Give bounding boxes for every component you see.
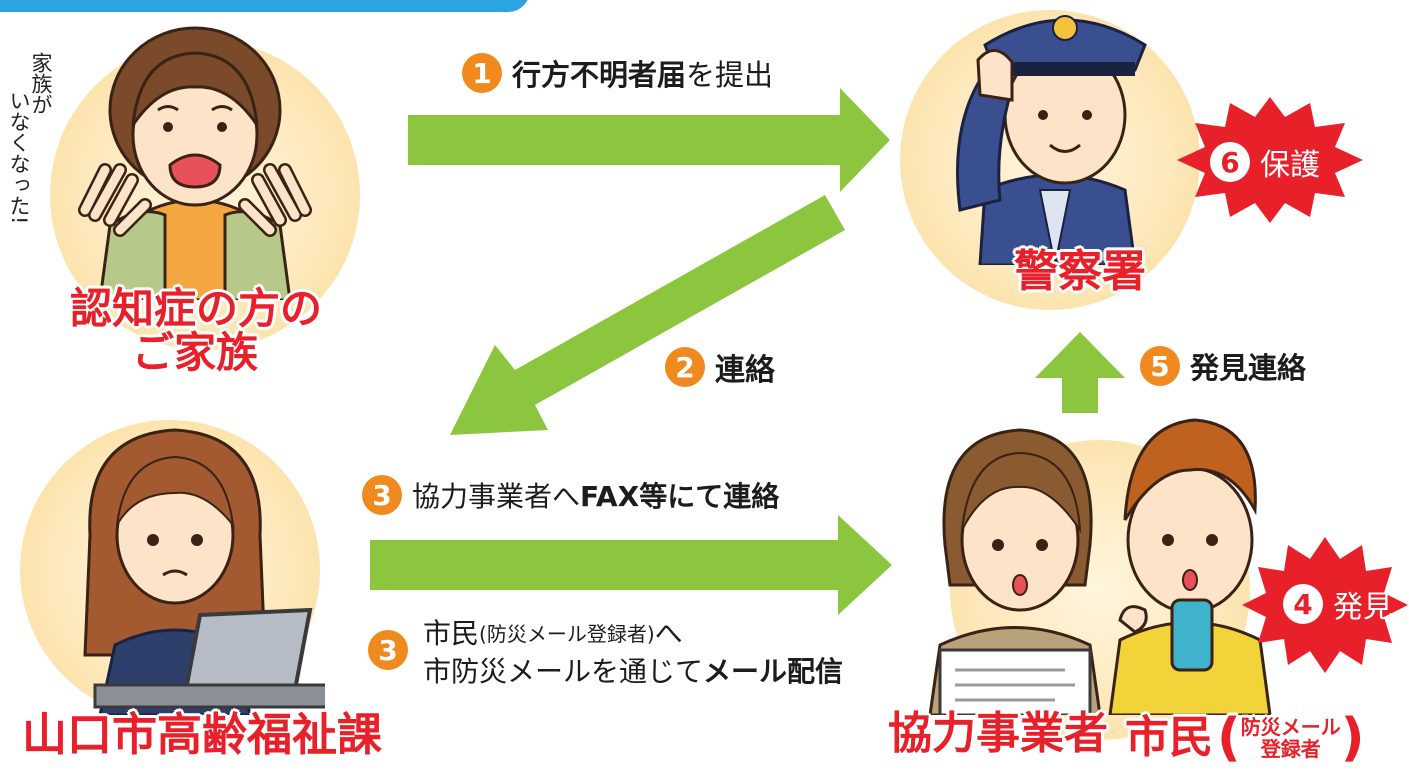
step-1-label: 1 行方不明者届 を提出 <box>462 52 773 94</box>
step-6-number: 6 <box>1210 142 1250 182</box>
citizen-sub-line2: 登録者 <box>1260 737 1321 761</box>
step-3b-line1: 市民 (防災メール登録者) へ <box>423 612 683 652</box>
family-label: 認知症の方の ご家族 <box>70 284 323 377</box>
step-3b-number-wrap: 3 <box>368 630 418 670</box>
step-3b-line2: 市防災メールを通じて メール配信 <box>423 650 843 690</box>
police-label-text: 警察署 <box>1014 246 1146 297</box>
arrow-2-to-city <box>450 195 845 435</box>
step-1-number: 1 <box>462 53 502 93</box>
found-burst <box>1242 537 1408 673</box>
step-4-number: 4 <box>1283 584 1323 624</box>
arrow-1-to-police <box>408 88 890 192</box>
protect-burst <box>1177 97 1363 223</box>
citizen-person-illustration <box>1108 418 1272 715</box>
police-label: 警察署 <box>995 250 1165 294</box>
family-label-line1: 認知症の方の <box>70 284 323 333</box>
family-person-illustration <box>78 26 312 300</box>
step-3b-line1-small: (防災メール登録者) <box>479 621 655 646</box>
step-2-label: 2 連絡 <box>665 345 775 389</box>
step-5-label: 5 発見連絡 <box>1140 345 1306 387</box>
step-4-label: 4 発見 <box>1283 582 1393 626</box>
citizen-paren-close: ) <box>1340 708 1365 768</box>
city-label: 山口市高齢福祉課 <box>22 712 382 757</box>
city-label-text: 山口市高齢福祉課 <box>22 708 383 761</box>
family-label-line2: ご家族 <box>131 328 258 377</box>
step-3a-number: 3 <box>362 475 402 515</box>
city-worker-illustration <box>83 428 325 715</box>
citizen-sub-line1: 防災メール <box>1240 715 1341 739</box>
step-1-bold: 行方不明者届 <box>512 58 687 92</box>
step-3a-label: 3 協力事業者へ FAX等にて連絡 <box>362 475 779 515</box>
step-2-number: 2 <box>665 347 705 387</box>
step-3a-plain: 協力事業者へ <box>412 480 581 513</box>
step-3a-bold: FAX等にて連絡 <box>580 480 780 513</box>
business-label-text: 協力事業者 <box>888 708 1108 759</box>
step-1-rest: を提出 <box>686 58 774 92</box>
citizen-label: 市民 ( 防災メール 登録者 ) <box>1125 712 1365 764</box>
step-3b-number: 3 <box>368 630 408 670</box>
speech-col-1: 家族が <box>29 52 54 115</box>
step-3b-line2-bold: メール配信 <box>703 655 844 688</box>
speech-col-2: いなくなった! <box>7 90 32 225</box>
step-4-text: 発見 <box>1333 590 1393 625</box>
business-person-illustration <box>928 428 1102 715</box>
arrow-5-up-to-police <box>1035 332 1125 413</box>
step-3b-line1-main: 市民 <box>423 617 480 650</box>
business-label: 協力事業者 <box>888 712 1108 756</box>
arrow-3-to-helpers <box>370 515 892 615</box>
step-2-bold: 連絡 <box>715 353 775 388</box>
step-5-number: 5 <box>1140 346 1180 386</box>
step-5-bold: 発見連絡 <box>1190 351 1307 385</box>
header-tab <box>0 0 530 12</box>
step-6-text: 保護 <box>1260 148 1320 183</box>
police-officer-illustration <box>956 15 1147 265</box>
step-3b-line1-end: へ <box>654 617 683 650</box>
step-3b-line2-plain: 市防災メールを通じて <box>423 655 704 688</box>
step-6-label: 6 保護 <box>1210 140 1320 184</box>
citizen-sub: 防災メール 登録者 <box>1241 716 1341 760</box>
citizen-label-text: 市民 <box>1125 712 1213 763</box>
citizen-paren-open: ( <box>1217 708 1241 768</box>
